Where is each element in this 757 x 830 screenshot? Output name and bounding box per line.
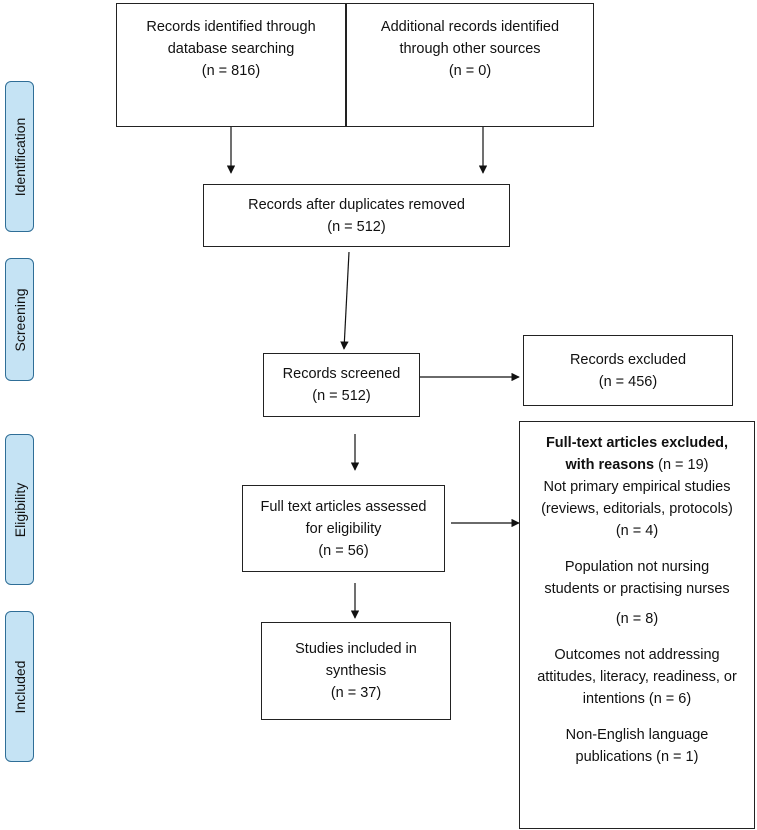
arrow-duplicates-to-screened — [340, 251, 350, 350]
fulltext-excluded-heading-1: Full-text articles excluded, — [545, 435, 729, 451]
fulltext-excluded-heading: Full-text articles excluded, with reason… — [526, 432, 748, 476]
duplicates-removed-box: Records after duplicates removed (n = 51… — [203, 184, 510, 247]
reason-population-line2: students or practising nurses — [544, 581, 730, 597]
duplicates-removed-line1: Records after duplicates removed — [248, 196, 465, 213]
database-records-line2: database searching — [167, 41, 295, 57]
fulltext-excluded-count: (n = 19) — [654, 457, 709, 473]
reason-not-primary: Not primary empirical studies (reviews, … — [526, 476, 748, 542]
fulltext-excluded-box: Full-text articles excluded, with reason… — [519, 421, 755, 829]
reason-outcomes: Outcomes not addressing attitudes, liter… — [526, 644, 748, 710]
studies-included-count: (n = 37) — [330, 685, 382, 701]
fulltext-assessed-line2: for eligibility — [305, 520, 382, 537]
records-excluded-count: (n = 456) — [598, 373, 658, 390]
studies-included-box: Studies included in synthesis (n = 37) — [261, 622, 451, 720]
reason-language-line1: Non-English language — [565, 727, 709, 743]
other-sources-line1: Additional records identified — [380, 19, 560, 35]
reason-outcomes-line1: Outcomes not addressing — [554, 647, 720, 663]
studies-included-line1: Studies included in — [295, 641, 417, 657]
stage-eligibility: Eligibility — [5, 434, 34, 585]
other-sources-line2: through other sources — [399, 41, 541, 57]
stage-identification: Identification — [5, 81, 34, 232]
reason-not-primary-line2: (reviews, editorials, protocols) — [541, 501, 733, 517]
fulltext-assessed-box: Full text articles assessed for eligibil… — [242, 485, 445, 572]
studies-included-line2: synthesis — [325, 663, 387, 679]
reason-not-primary-count: (n = 4) — [615, 523, 659, 539]
reason-population-line1: Population not nursing — [564, 559, 710, 575]
database-records-count: (n = 816) — [201, 63, 261, 79]
records-screened-count: (n = 512) — [312, 388, 371, 404]
reason-language-count: publications (n = 1) — [575, 749, 699, 765]
reason-population: Population not nursing students or pract… — [526, 556, 748, 630]
records-excluded-line1: Records excluded — [569, 351, 687, 368]
reason-outcomes-count: intentions (n = 6) — [582, 691, 692, 707]
other-sources-count: (n = 0) — [448, 63, 492, 79]
database-records-line1: Records identified through — [146, 19, 316, 35]
reason-outcomes-line2: attitudes, literacy, readiness, or — [537, 669, 737, 685]
records-excluded-box: Records excluded (n = 456) — [523, 335, 733, 406]
reason-language: Non-English language publications (n = 1… — [526, 724, 748, 768]
other-sources-box: Additional records identified through ot… — [346, 3, 594, 127]
records-screened-box: Records screened (n = 512) — [263, 353, 420, 417]
reason-population-count: (n = 8) — [615, 611, 659, 627]
fulltext-excluded-heading-2: with reasons — [565, 457, 655, 473]
database-records-box: Records identified through database sear… — [116, 3, 346, 127]
records-screened-line1: Records screened — [282, 366, 401, 382]
stage-included: Included — [5, 611, 34, 762]
fulltext-assessed-count: (n = 56) — [318, 542, 369, 559]
stage-screening: Screening — [5, 258, 34, 381]
fulltext-assessed-line1: Full text articles assessed — [260, 498, 427, 515]
duplicates-removed-count: (n = 512) — [327, 218, 386, 235]
reason-not-primary-line1: Not primary empirical studies — [543, 479, 731, 495]
